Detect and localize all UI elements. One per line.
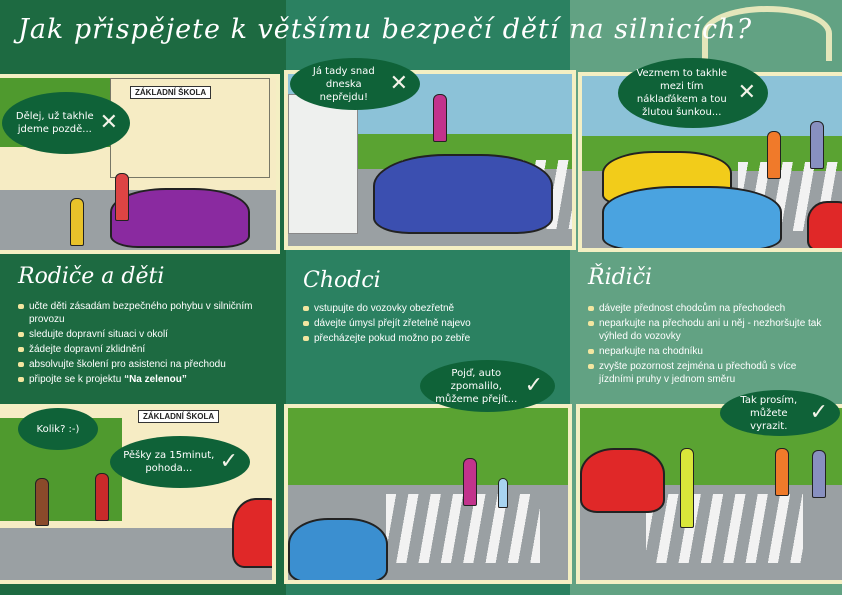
wrong-x-icon: ✕ <box>737 79 756 105</box>
check-icon: ✓ <box>524 372 543 398</box>
wrong-x-icon: ✕ <box>389 70 408 96</box>
section-heading-parents: Rodiče a děti <box>18 264 165 289</box>
section-heading-drivers: Řidiči <box>588 265 653 290</box>
speech-bubble: Vezmem to takhle mezi tím náklaďákem a t… <box>618 58 768 128</box>
check-icon: ✓ <box>219 448 238 474</box>
list-item: žádejte dopravní zklidnění <box>18 343 280 356</box>
list-item: neparkujte na přechodu ani u něj - nezho… <box>588 317 833 343</box>
parents-tips-list: učte děti zásadám bezpečného pohybu v si… <box>18 300 280 388</box>
speech-bubble: Dělej, už takhle jdeme pozdě...✕ <box>2 92 130 154</box>
speech-bubble: Já tady snad dneska nepřejdu!✕ <box>290 58 420 110</box>
scene-parked-car <box>284 70 576 250</box>
list-item: učte děti zásadám bezpečného pohybu v si… <box>18 300 280 326</box>
speech-bubble: Pojď, auto zpomalilo, můžeme přejít...✓ <box>420 360 555 412</box>
list-item: dávejte přednost chodcům na přechodech <box>588 302 833 315</box>
school-sign: ZÁKLADNÍ ŠKOLA <box>138 410 220 423</box>
decorative-swirl <box>702 6 832 61</box>
wrong-x-icon: ✕ <box>99 109 118 135</box>
speech-bubble: Tak prosím, můžete vyrazit.✓ <box>720 390 840 436</box>
page-title: Jak přispějete k většímu bezpečí dětí na… <box>18 14 753 45</box>
school-sign: ZÁKLADNÍ ŠKOLA <box>130 86 212 99</box>
list-item: absolvujte školení pro asistenci na přec… <box>18 358 280 371</box>
speech-bubble: Pěšky za 15minut, pohoda...✓ <box>110 436 250 488</box>
speech-bubble: Kolik? :-) <box>18 408 98 450</box>
project-name: “Na zelenou” <box>124 374 187 385</box>
drivers-tips-list: dávejte přednost chodcům na přechodech n… <box>588 302 833 388</box>
pedestrians-tips-list: vstupujte do vozovky obezřetně dávejte ú… <box>303 302 565 347</box>
check-icon: ✓ <box>809 399 828 425</box>
list-item: dávejte úmysl přejít zřetelně najevo <box>303 317 565 330</box>
list-item: přecházejte pokud možno po zebře <box>303 332 565 345</box>
section-heading-pedestrians: Chodci <box>303 268 381 293</box>
list-item: vstupujte do vozovky obezřetně <box>303 302 565 315</box>
list-item: neparkujte na chodníku <box>588 345 833 358</box>
list-item: sledujte dopravní situaci v okolí <box>18 328 280 341</box>
list-item: zvyšte pozornost zejména u přechodů s ví… <box>588 360 833 386</box>
list-item: připojte se k projektu “Na zelenou” <box>18 373 280 386</box>
scene-crossing <box>284 404 572 584</box>
